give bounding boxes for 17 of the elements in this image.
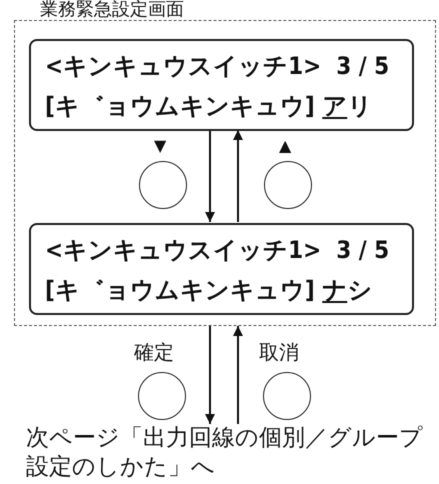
triangle-mark: ▲ [279,137,292,155]
arrow [233,326,243,424]
display-screen: <キンキュウスイッチ1> 3 / 5 [キ゛ョウムキンキュウ] ナシ [29,223,414,315]
button-label: 取消 [259,340,299,364]
round-button [264,161,312,209]
screen-title: 業務緊急設定画面 [40,0,185,20]
next-page-note: 次ページ「出力回線の個別／グループ設定のしかた」へ [26,424,436,482]
round-button [139,161,187,209]
round-button [263,372,311,420]
round-button [138,372,186,420]
arrow [233,130,243,222]
arrow [205,326,215,424]
triangle-mark: ▼ [154,137,166,155]
arrow [205,130,215,222]
display-screen: <キンキュウスイッチ1> 3 / 5 [キ゛ョウムキンキュウ] アリ [29,39,414,131]
button-label: 確定 [134,340,174,364]
dashed-frame [14,20,436,326]
